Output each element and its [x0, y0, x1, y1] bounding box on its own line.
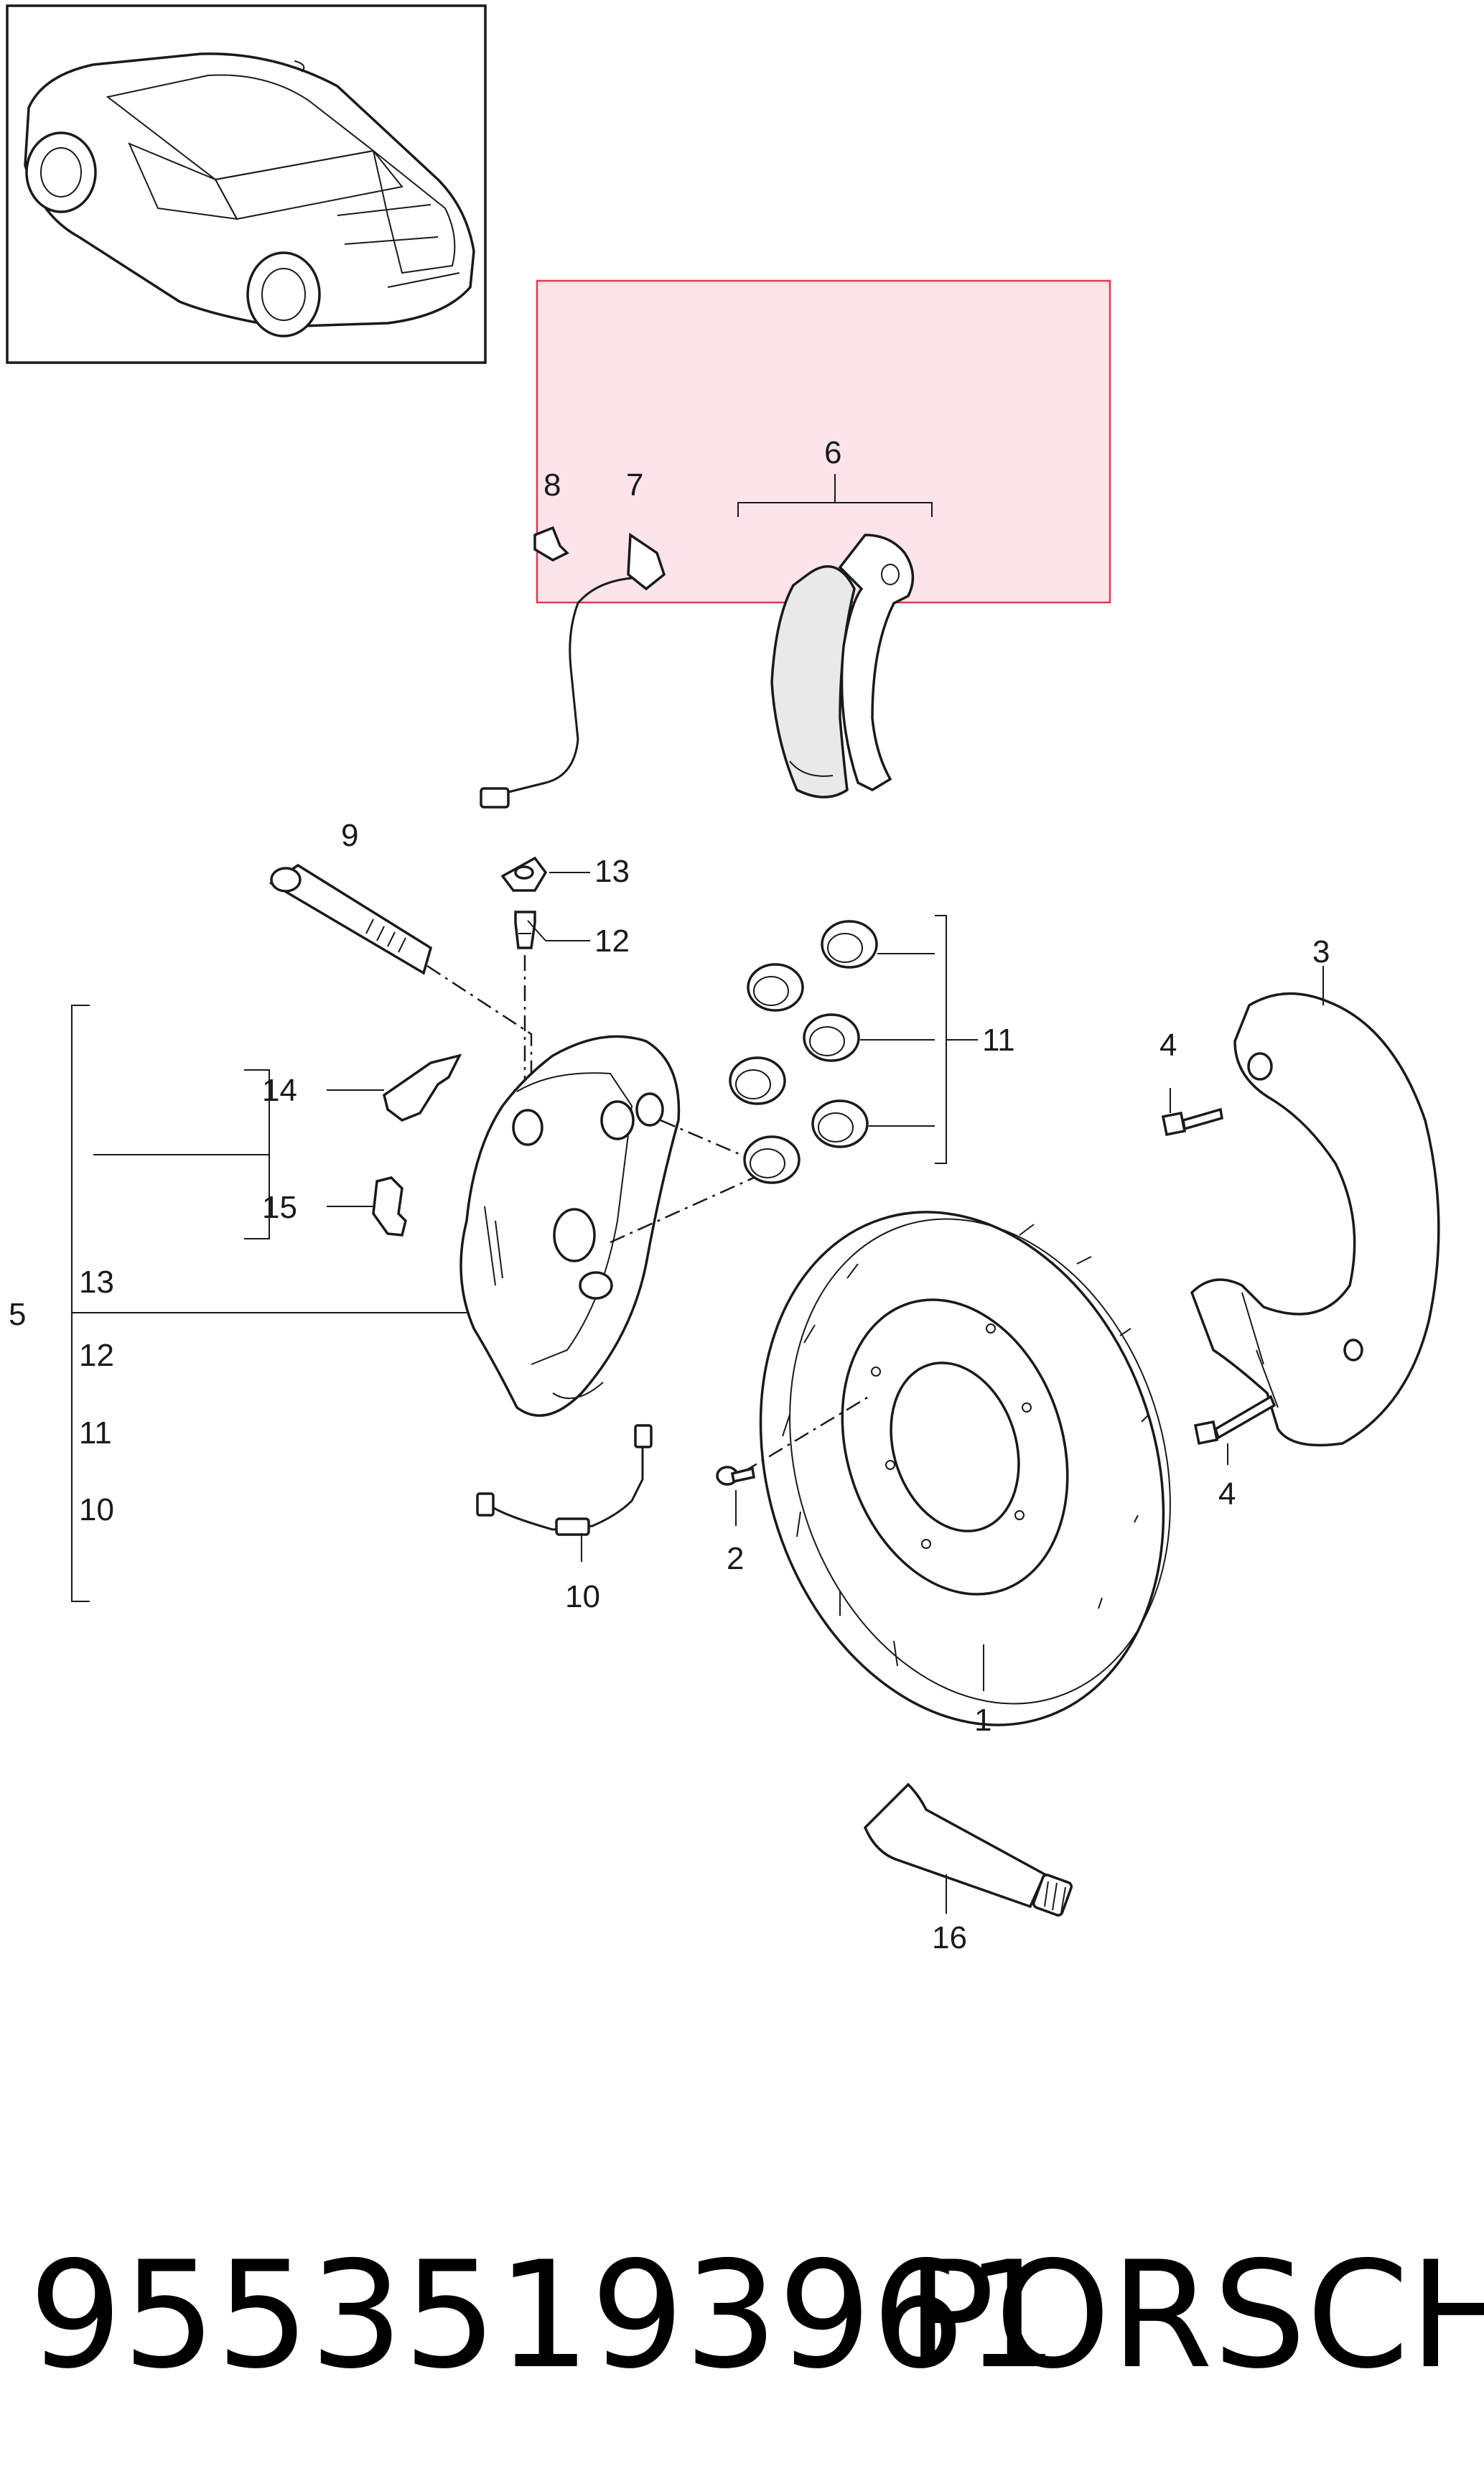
- callout-10: 10: [565, 1579, 600, 1614]
- spring-15[interactable]: [372, 1176, 407, 1237]
- callout-14: 14: [262, 1073, 297, 1108]
- callout-8: 8: [543, 467, 561, 503]
- callout-12: 12: [594, 923, 630, 959]
- callout-7: 7: [626, 467, 643, 503]
- caliper-contents-item: 12: [79, 1338, 114, 1373]
- callout-2: 2: [727, 1541, 744, 1576]
- caliper-contents-item: 10: [79, 1492, 114, 1527]
- caliper-contents-item: 13: [79, 1265, 114, 1300]
- callout-4a: 4: [1159, 1028, 1177, 1063]
- wear-sensor[interactable]: [480, 526, 666, 809]
- screw-2[interactable]: [716, 1466, 756, 1486]
- piston-seals[interactable]: [729, 920, 878, 1184]
- callout-4b: 4: [1218, 1476, 1236, 1512]
- callout-1: 1: [974, 1703, 991, 1738]
- callout-9: 9: [341, 818, 358, 853]
- bolt-4-lower[interactable]: [1193, 1395, 1277, 1446]
- callout-13: 13: [594, 854, 630, 889]
- callout-11: 11: [982, 1023, 1015, 1058]
- bleeder-cap-13[interactable]: [500, 856, 548, 892]
- part-number: 95535193961: [29, 2230, 1059, 2401]
- dust-shield[interactable]: [1190, 992, 1440, 1447]
- highlight-box[interactable]: [536, 279, 1111, 604]
- callout-6: 6: [824, 435, 841, 470]
- bleeder-valve-12[interactable]: [514, 911, 536, 949]
- vehicle-thumbnail: [6, 4, 487, 364]
- callout-3: 3: [1312, 934, 1330, 969]
- caliper-contents-item: 11: [79, 1415, 112, 1451]
- caliper[interactable]: [459, 1035, 681, 1417]
- paste-tube[interactable]: [863, 1782, 1073, 1917]
- bolt-9[interactable]: [269, 863, 433, 975]
- brake-pads[interactable]: [770, 534, 915, 799]
- brake-hose[interactable]: [476, 1424, 653, 1536]
- brand-name: PORSCHE: [906, 2230, 1484, 2401]
- spring-14[interactable]: [383, 1053, 462, 1122]
- callout-15: 15: [262, 1190, 297, 1225]
- bolt-4-upper[interactable]: [1161, 1107, 1223, 1137]
- callout-16: 16: [932, 1920, 967, 1955]
- brake-disc[interactable]: [696, 1159, 1231, 1777]
- callout-5: 5: [9, 1297, 26, 1332]
- bracket-6: [737, 474, 933, 517]
